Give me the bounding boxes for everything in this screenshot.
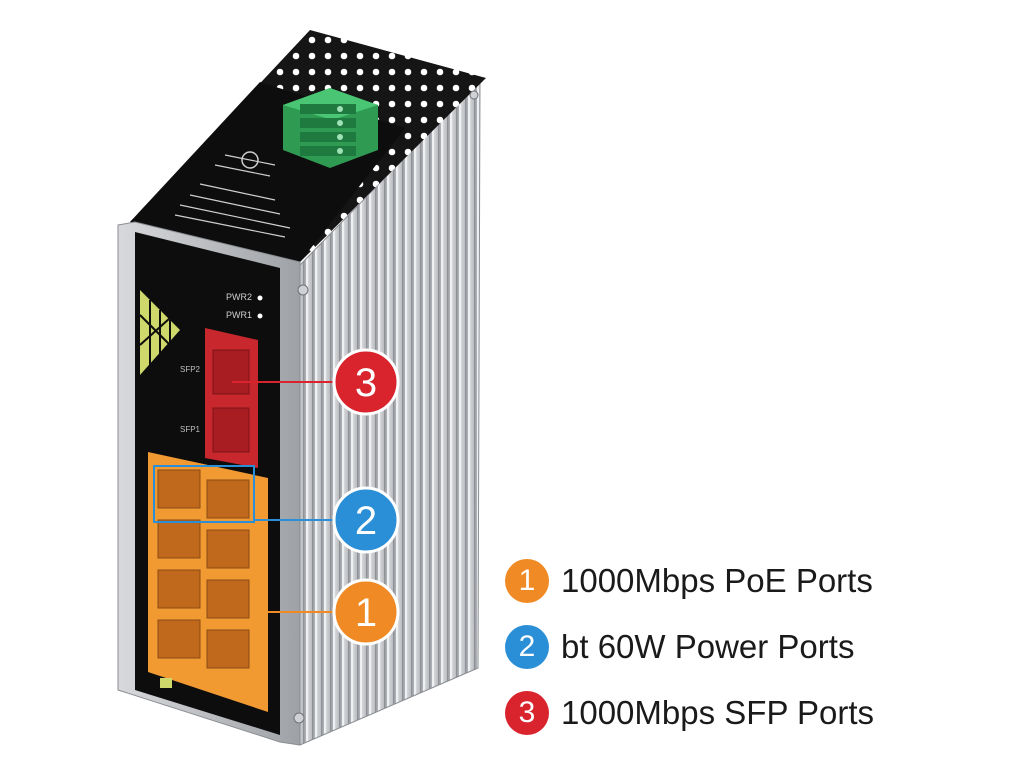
callout-2-number: 2 xyxy=(355,499,377,543)
power-ports-highlight xyxy=(153,465,255,523)
rj45-port xyxy=(157,569,201,609)
ground-screw xyxy=(241,151,259,169)
pwr1-led xyxy=(257,313,263,319)
rj45-ports xyxy=(157,469,250,669)
sfp1-label: SFP1 xyxy=(180,425,201,434)
legend: 1 1000Mbps PoE Ports 2 bt 60W Power Port… xyxy=(505,548,1005,746)
legend-badge: 1 xyxy=(505,559,549,603)
legend-label: bt 60W Power Ports xyxy=(561,628,855,665)
rj45-port xyxy=(206,629,250,669)
rj45-port xyxy=(206,529,250,569)
screw-top xyxy=(297,284,309,296)
top-label-print xyxy=(174,154,291,238)
legend-item-power: 2 bt 60W Power Ports xyxy=(505,614,1005,680)
power-terminal-block xyxy=(283,88,378,168)
rj45-port xyxy=(157,519,201,559)
sfp-port-2 xyxy=(212,349,250,395)
rj45-port xyxy=(157,469,201,509)
sfp2-label: SFP2 xyxy=(180,365,201,374)
legend-label: 1000Mbps PoE Ports xyxy=(561,562,873,599)
legend-label: 1000Mbps SFP Ports xyxy=(561,694,875,731)
callout-1-number: 1 xyxy=(355,591,377,635)
screw-bottom xyxy=(293,712,305,724)
pwr1-label: PWR1 xyxy=(226,310,252,320)
callout-3-number: 3 xyxy=(355,361,377,405)
legend-item-sfp: 3 1000Mbps SFP Ports xyxy=(505,680,1005,746)
rj45-port xyxy=(157,619,201,659)
callout-3: 3 xyxy=(332,348,400,416)
callout-2: 2 xyxy=(332,486,400,554)
legend-badge: 3 xyxy=(505,691,549,735)
screw-side xyxy=(469,90,479,100)
callout-1: 1 xyxy=(332,578,400,646)
legend-badge: 2 xyxy=(505,625,549,669)
sfp-port-1 xyxy=(212,407,250,453)
rj45-port xyxy=(206,479,250,519)
bottom-logo xyxy=(160,678,172,688)
rj45-port xyxy=(206,579,250,619)
pwr2-led xyxy=(257,295,263,301)
legend-item-poe: 1 1000Mbps PoE Ports xyxy=(505,548,1005,614)
pwr2-label: PWR2 xyxy=(226,292,252,302)
logo-grid xyxy=(139,300,171,365)
